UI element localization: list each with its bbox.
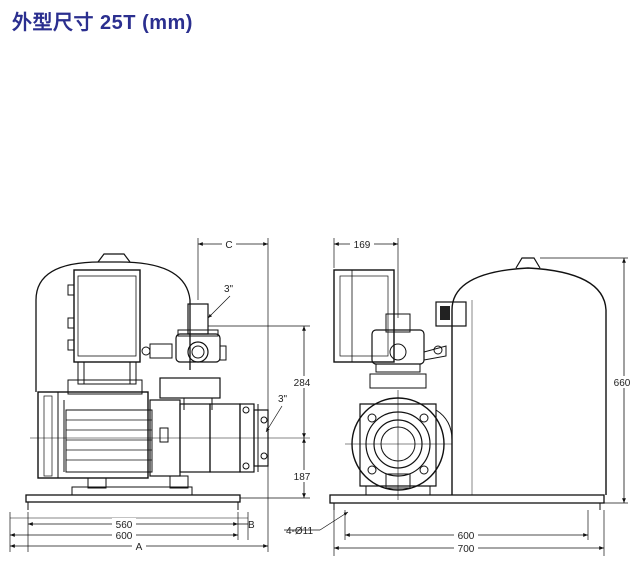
dim-187-label: 187 bbox=[294, 472, 311, 483]
front-controller-box bbox=[73, 269, 141, 363]
dim-pipe-side-label: 3" bbox=[278, 394, 288, 405]
dim-284-label: 284 bbox=[294, 378, 311, 389]
dim-600-left-label: 600 bbox=[116, 531, 133, 542]
side-controller-box bbox=[333, 269, 395, 363]
dim-560-label: 560 bbox=[116, 520, 133, 531]
side-view bbox=[329, 257, 607, 510]
front-view bbox=[25, 253, 310, 510]
front-dimensions: C 3" 3" 284 187 560 B 600 A bbox=[9, 238, 312, 553]
front-base-plate bbox=[25, 494, 241, 503]
side-base-plate bbox=[329, 494, 605, 504]
dim-169-label: 169 bbox=[354, 240, 371, 251]
side-tank bbox=[451, 267, 607, 495]
dim-pipe-top-label: 3" bbox=[224, 284, 234, 295]
dim-700-label: 700 bbox=[458, 544, 475, 555]
side-dimensions: 169 660 4-Ø11 600 700 bbox=[284, 238, 634, 556]
dim-660-label: 660 bbox=[614, 378, 631, 389]
front-tank bbox=[35, 261, 191, 392]
dim-c-label: C bbox=[225, 240, 232, 251]
dim-b-label: B bbox=[248, 520, 255, 531]
dim-600-right-label: 600 bbox=[458, 531, 475, 542]
front-motor bbox=[37, 391, 149, 479]
page-title: 外型尺寸 25T (mm) bbox=[12, 12, 193, 34]
dim-a-label: A bbox=[136, 542, 143, 553]
dim-holes-label: 4-Ø11 bbox=[286, 526, 313, 537]
